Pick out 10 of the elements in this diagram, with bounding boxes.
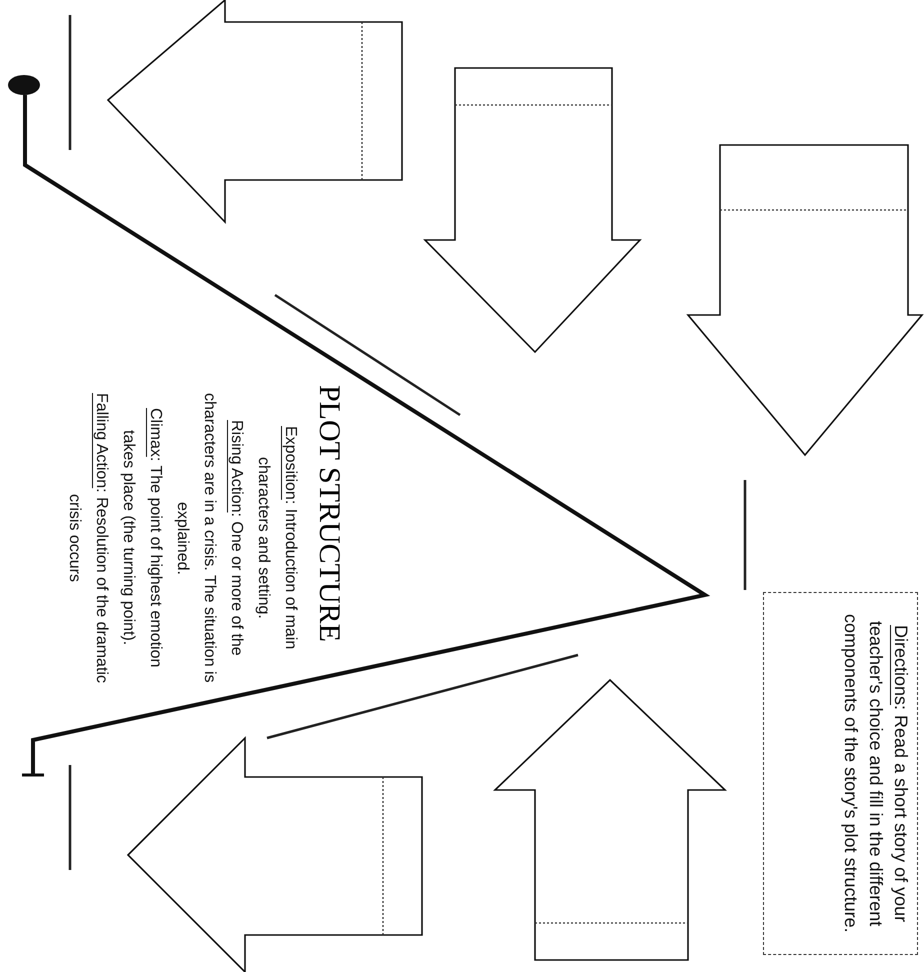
fill-in-arrow [126, 736, 424, 972]
fill-in-arrow [686, 143, 924, 457]
fill-in-arrow [423, 66, 642, 354]
definition-text: Climax: The point of highest emotion takes place (the turning point). [119, 407, 165, 670]
fill-in-arrow [106, 0, 404, 224]
definition-text: Falling Action: Resolution of the dramatic crisis occurs [65, 392, 111, 685]
directions-text: Directions: Read a short story of your teacher's choice and fill in the different components of the story's plot structure. [840, 613, 912, 935]
directions-box [763, 592, 918, 955]
fill-in-arrow [493, 678, 727, 962]
heading: PLOT STRUCTURE [312, 385, 346, 642]
